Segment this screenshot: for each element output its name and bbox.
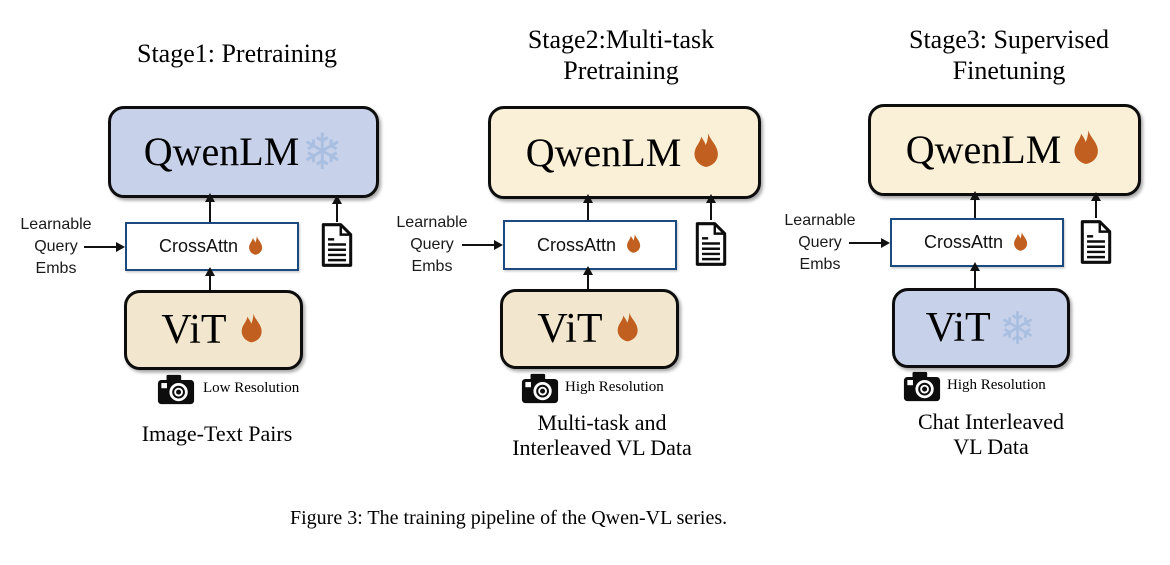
arrow-vision-to-adapter bbox=[203, 267, 217, 290]
resolution-label: Low Resolution bbox=[203, 380, 300, 396]
data-line1: Multi-task and bbox=[537, 410, 667, 435]
stage1-title-line1: Stage1: Pretraining bbox=[136, 39, 337, 68]
learnable-line2: Query bbox=[798, 234, 842, 251]
learnable-line2: Query bbox=[410, 236, 454, 253]
document-icon bbox=[1079, 219, 1113, 265]
flame-icon bbox=[237, 312, 266, 349]
flame-icon bbox=[1069, 129, 1103, 171]
qwenlm-box: QwenLM bbox=[868, 104, 1141, 196]
stage3-data-label: Chat Interleaved VL Data bbox=[864, 409, 1118, 459]
qwenlm-label: QwenLM bbox=[905, 127, 1062, 172]
snowflake-icon: ❄ bbox=[998, 301, 1037, 355]
learnable-line1: Learnable bbox=[396, 214, 468, 231]
data-line1: Chat Interleaved bbox=[918, 409, 1064, 434]
data-line2: VL Data bbox=[953, 434, 1029, 459]
qwenlm-label: QwenLM bbox=[525, 129, 682, 175]
flame-icon bbox=[1011, 231, 1030, 255]
arrow-adapter-to-llm bbox=[203, 193, 217, 222]
camera-icon bbox=[521, 373, 559, 404]
arrow-doc-to-llm bbox=[1089, 192, 1103, 218]
vit-label: ViT bbox=[537, 306, 603, 352]
stage2-data-label: Multi-task and Interleaved VL Data bbox=[475, 410, 729, 460]
data-line2: Interleaved VL Data bbox=[512, 435, 692, 460]
arrow-adapter-to-llm bbox=[968, 191, 982, 218]
arrow-query-to-adapter bbox=[462, 239, 503, 251]
crossattn-box: CrossAttn bbox=[890, 218, 1064, 267]
learnable-line3: Embs bbox=[799, 256, 841, 273]
arrow-doc-to-llm bbox=[704, 194, 718, 220]
qwenlm-box: QwenLM bbox=[488, 106, 761, 199]
resolution-label: High Resolution bbox=[947, 377, 1046, 393]
crossattn-label: CrossAttn bbox=[536, 234, 617, 255]
stage2-title: Stage2:Multi-task Pretraining bbox=[460, 24, 782, 86]
figure-caption: Figure 3: The training pipeline of the Q… bbox=[290, 507, 728, 529]
vit-label: ViT bbox=[925, 305, 991, 351]
snowflake-icon: ❄ bbox=[301, 123, 344, 181]
stage1-title: Stage1: Pretraining bbox=[90, 38, 384, 69]
crossattn-box: CrossAttn bbox=[125, 222, 299, 271]
flame-icon bbox=[689, 132, 723, 174]
crossattn-label: CrossAttn bbox=[923, 232, 1004, 252]
learnable-line3: Embs bbox=[35, 260, 77, 277]
stage1-data-label: Image-Text Pairs bbox=[90, 421, 344, 446]
crossattn-label: CrossAttn bbox=[158, 236, 239, 256]
learnable-line1: Learnable bbox=[20, 216, 92, 233]
learnable-query-embs-label: Learnable Query Embs bbox=[770, 210, 870, 276]
vit-box: ViT bbox=[124, 290, 303, 370]
crossattn-box: CrossAttn bbox=[503, 220, 677, 270]
stage3-title-line1: Stage3: Supervised bbox=[908, 25, 1110, 54]
data-line1: Image-Text Pairs bbox=[141, 421, 293, 446]
arrow-query-to-adapter bbox=[849, 237, 890, 249]
stage3-title: Stage3: Supervised Finetuning bbox=[848, 24, 1170, 86]
flame-icon bbox=[624, 233, 643, 257]
camera-icon bbox=[157, 374, 195, 405]
qwenlm-label: QwenLM bbox=[143, 129, 300, 174]
vit-label: ViT bbox=[161, 307, 227, 353]
arrow-query-to-adapter bbox=[84, 241, 125, 253]
vit-box: ViT ❄ bbox=[892, 288, 1070, 368]
arrow-doc-to-llm bbox=[330, 195, 344, 222]
learnable-line1: Learnable bbox=[784, 212, 856, 229]
camera-icon bbox=[903, 371, 941, 402]
learnable-query-embs-label: Learnable Query Embs bbox=[6, 214, 106, 280]
flame-icon bbox=[613, 311, 642, 348]
vit-box: ViT bbox=[500, 289, 679, 369]
stage2-title-line1: Stage2:Multi-task bbox=[527, 25, 715, 54]
document-icon bbox=[320, 222, 354, 268]
resolution-label: High Resolution bbox=[565, 379, 664, 395]
arrow-adapter-to-llm bbox=[581, 194, 595, 220]
learnable-query-embs-label: Learnable Query Embs bbox=[382, 212, 482, 278]
learnable-line3: Embs bbox=[411, 258, 453, 275]
stage3-title-line2: Finetuning bbox=[952, 56, 1066, 85]
arrow-vision-to-adapter bbox=[968, 262, 982, 288]
document-icon bbox=[694, 221, 728, 267]
arrow-vision-to-adapter bbox=[581, 266, 595, 289]
qwenlm-box: QwenLM ❄ bbox=[108, 106, 379, 198]
learnable-line2: Query bbox=[34, 238, 78, 255]
flame-icon bbox=[246, 235, 265, 259]
stage2-title-line2: Pretraining bbox=[563, 56, 679, 85]
